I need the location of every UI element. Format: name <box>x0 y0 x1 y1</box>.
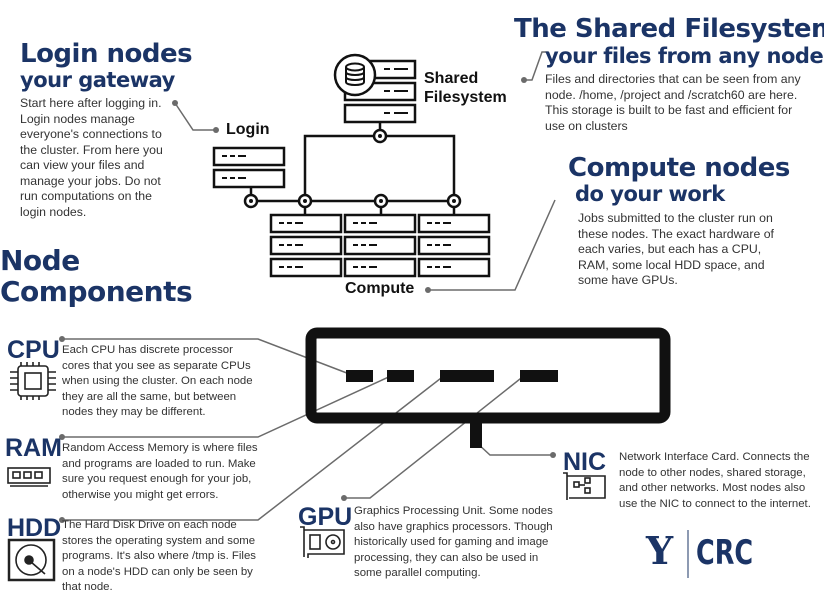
hdd-block <box>440 370 494 382</box>
shared-text: Files and directories that can be seen f… <box>545 72 801 133</box>
cluster-diagram <box>212 53 491 278</box>
shared-title: The Shared Filesystem <box>514 14 824 44</box>
node-outline <box>305 327 671 424</box>
logo-y: Y <box>646 528 674 573</box>
ram-connector <box>62 374 394 438</box>
login-server <box>212 168 286 189</box>
compute-label: Compute <box>345 280 415 297</box>
nic-text: Network Interface Card. Connects the nod… <box>619 451 811 510</box>
nic-name: NIC <box>563 448 607 476</box>
ram-stick-icon <box>7 467 51 487</box>
node-diagram <box>305 327 671 448</box>
cpu-text: Each CPU has discrete processor cores th… <box>62 344 253 419</box>
ram-name: RAM <box>5 434 62 462</box>
ram-block <box>387 370 414 382</box>
cpu-chip-icon <box>10 362 56 400</box>
login-connector <box>174 102 216 131</box>
compute-text: Jobs submitted to the cluster run on the… <box>578 211 774 287</box>
logo-crc: CRC <box>696 533 754 573</box>
ram-text: Random Access Memory is where files and … <box>62 442 258 501</box>
hard-disk-icon <box>7 538 56 582</box>
login-label: Login <box>226 121 270 138</box>
database-glyph <box>345 62 365 86</box>
components-title-line1: Node <box>0 244 80 277</box>
gpu-text: Graphics Processing Unit. Some nodes als… <box>354 505 553 580</box>
login-text: Start here after logging in. Login nodes… <box>20 96 163 219</box>
gpu-connector <box>344 374 526 499</box>
compute-title: Compute nodes <box>568 153 790 183</box>
compute-connector <box>428 199 556 291</box>
compute-servers <box>269 213 491 278</box>
shared-label-line1: Shared <box>424 70 479 87</box>
compute-subtitle: do your work <box>575 182 725 206</box>
network-card-icon <box>563 472 606 500</box>
login-server <box>212 146 286 167</box>
hdd-name: HDD <box>7 514 62 542</box>
storage-server <box>343 103 417 124</box>
gpu-name: GPU <box>298 503 353 531</box>
shared-connector <box>524 51 548 81</box>
cpu-connector <box>62 338 353 376</box>
nic-connector <box>476 442 553 456</box>
login-subtitle: your gateway <box>20 68 175 92</box>
hdd-text: The Hard Disk Drive on each node stores … <box>62 519 256 594</box>
shared-subtitle: your files from any node <box>545 44 824 68</box>
gpu-card-icon <box>300 526 345 558</box>
gpu-block <box>520 370 558 382</box>
components-title-line2: Components <box>0 275 193 308</box>
cpu-name: CPU <box>7 336 60 364</box>
cpu-block <box>346 370 373 382</box>
login-title: Login nodes <box>20 39 193 69</box>
server-dashes <box>222 68 451 268</box>
nic-block <box>470 420 482 448</box>
shared-label-line2: Filesystem <box>424 89 507 106</box>
